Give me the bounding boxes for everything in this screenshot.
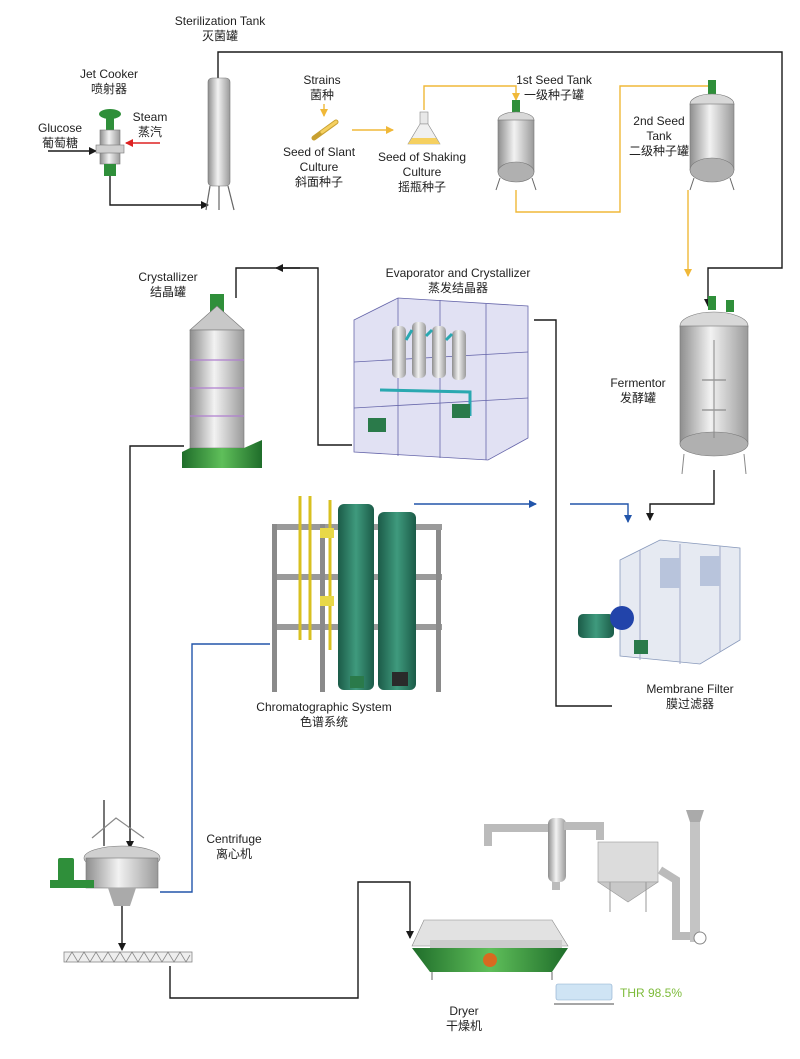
label-sterilization-tank: Sterilization Tank 灭菌罐 [160,14,280,44]
label-shaking-culture-en2: Culture [402,165,442,179]
label-seed-tank-1-cn: 一级种子罐 [523,88,584,102]
label-evaporator: Evaporator and Crystallizer 蒸发结晶器 [366,266,550,296]
label-centrifuge: Centrifuge 离心机 [194,832,274,862]
flow-sterilization-to-fermentor [217,51,783,307]
label-steam: Steam 蒸汽 [122,110,178,140]
flow-jetcooker-to-tank [109,175,209,209]
label-dryer-en: Dryer [449,1004,479,1018]
label-jet-cooker-en: Jet Cooker [79,67,139,81]
label-membrane-filter-cn: 膜过滤器 [665,697,714,711]
label-seed-tank-2-cn: 二级种子罐 [628,144,689,158]
first-seed-tank [495,100,537,191]
flow-membrane-to-evaporator [534,319,612,707]
flow-evaporator-to-crystallizer [235,267,352,446]
crystallizer [182,294,262,468]
label-strains: Strains 菌种 [290,73,354,103]
jet-cooker [95,109,125,176]
label-slant-culture-en1: Seed of Slant [282,145,356,159]
label-seed-tank-2: 2nd Seed Tank 二级种子罐 [622,114,696,159]
label-shaking-culture-en1: Seed of Shaking [377,150,467,164]
label-sterilization-tank-cn: 灭菌罐 [201,29,238,43]
label-strains-en: Strains [303,73,341,87]
label-strains-cn: 菌种 [309,88,334,102]
label-chromatographic: Chromatographic System 色谱系统 [234,700,414,730]
slant-culture-tube [311,119,339,141]
centrifuge [50,800,161,906]
flow-centrifuge-to-chromatographic [160,643,270,893]
label-membrane-filter: Membrane Filter 膜过滤器 [630,682,750,712]
label-steam-en: Steam [132,110,168,124]
label-steam-cn: 蒸汽 [137,125,162,139]
label-glucose: Glucose 葡萄糖 [30,121,90,151]
label-glucose-cn: 葡萄糖 [41,136,78,150]
label-shaking-culture-cn: 摇瓶种子 [397,180,446,194]
label-crystallizer: Crystallizer 结晶罐 [126,270,210,300]
label-seed-tank-2-en2: Tank [646,129,672,143]
label-seed-tank-1-en: 1st Seed Tank [516,73,592,87]
label-slant-culture-cn: 斜面种子 [294,175,343,189]
label-chromatographic-en: Chromatographic System [256,700,392,714]
label-seed-tank-2-en1: 2nd Seed [633,114,685,128]
label-centrifuge-cn: 离心机 [215,847,252,861]
label-sterilization-tank-en: Sterilization Tank [174,14,266,28]
label-centrifuge-en: Centrifuge [206,832,262,846]
label-jet-cooker: Jet Cooker 喷射器 [64,67,154,97]
sterilization-tank [205,77,235,211]
flow-conveyor-to-dryer [169,881,414,999]
label-crystallizer-cn: 结晶罐 [149,285,186,299]
label-evaporator-en: Evaporator and Crystallizer [385,266,531,280]
flow-fermentor-to-membrane [646,470,715,521]
label-shaking-culture: Seed of Shaking Culture 摇瓶种子 [364,150,480,195]
label-evaporator-cn: 蒸发结晶器 [427,281,488,295]
dryer [411,810,707,1005]
shaking-flask [407,111,441,145]
label-slant-culture-en2: Culture [299,160,339,174]
label-thr-purity: THR 98.5% [620,986,683,1000]
flow-lines [48,51,783,999]
membrane-filter [578,539,741,665]
label-slant-culture: Seed of Slant Culture 斜面种子 [264,145,374,190]
flow-shaking-to-seed1 [423,85,520,110]
label-crystallizer-en: Crystallizer [138,270,198,284]
label-membrane-filter-en: Membrane Filter [646,682,734,696]
chromatographic-system [272,496,442,692]
label-dryer: Dryer 干燥机 [434,1004,494,1034]
label-fermentor-en: Fermentor [610,376,666,390]
screw-conveyor [63,951,193,963]
label-chromatographic-cn: 色谱系统 [299,715,348,729]
label-fermentor-cn: 发酵罐 [619,391,656,405]
label-dryer-cn: 干燥机 [445,1019,482,1033]
evaporator-crystallizer [353,297,529,461]
fermentor [679,296,749,475]
label-glucose-en: Glucose [37,121,83,135]
flow-crystallizer-to-centrifuge [126,445,184,849]
label-fermentor: Fermentor 发酵罐 [596,376,680,406]
label-seed-tank-1: 1st Seed Tank 一级种子罐 [504,73,604,103]
second-seed-tank [689,80,735,191]
label-jet-cooker-cn: 喷射器 [90,82,127,96]
flow-blue-to-membrane [570,503,632,523]
